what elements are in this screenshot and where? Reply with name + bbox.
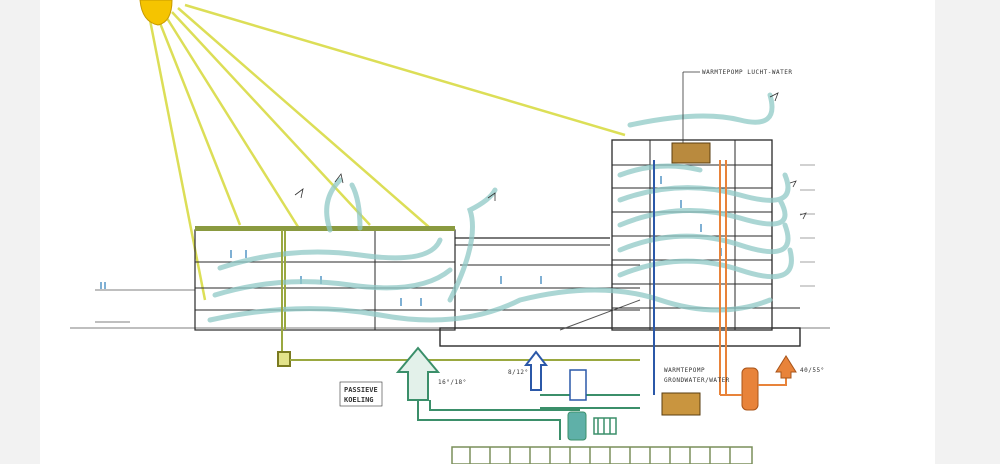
cooling-supply-pipe <box>277 351 640 367</box>
heat-pump-ground-label-1: WARMTEPOMP <box>664 367 705 374</box>
riser-pipes <box>281 160 727 395</box>
left-building-section <box>194 226 610 331</box>
passive-cooling-label-box: PASSIEVE KOELING <box>339 381 383 407</box>
sun-icon <box>139 0 173 26</box>
buffer-tank <box>741 367 759 411</box>
buffer-tank-green <box>567 411 587 441</box>
passive-cooling-label-2: KOELING <box>344 396 374 404</box>
heat-pump-air-water-label: WARMTEPOMP LUCHT-WATER <box>702 69 792 76</box>
green-loop <box>417 394 640 440</box>
coil-exchanger <box>593 417 617 435</box>
supply-temp-mid: 8/12° <box>508 369 529 376</box>
supply-temp-right: 40/55° <box>800 367 825 374</box>
ground-loop <box>451 446 753 464</box>
passive-cooling-arrow <box>395 346 441 401</box>
airflow-arrowheads <box>294 92 807 220</box>
storage-tank <box>569 369 587 401</box>
cold-supply-arrow <box>523 350 549 391</box>
passive-cooling-label-1: PASSIEVE <box>344 386 378 394</box>
level-markers <box>800 164 815 287</box>
supply-temp-left: 16°/18° <box>438 379 467 386</box>
paper-sheet <box>40 0 935 464</box>
rooftop-heat-pump <box>671 71 711 164</box>
hot-supply-arrow <box>775 355 797 379</box>
heat-pump-ground-label-2: GRONDWATER/WATER <box>664 377 730 384</box>
heat-pump-unit <box>661 392 701 416</box>
sun-rays <box>148 3 626 301</box>
